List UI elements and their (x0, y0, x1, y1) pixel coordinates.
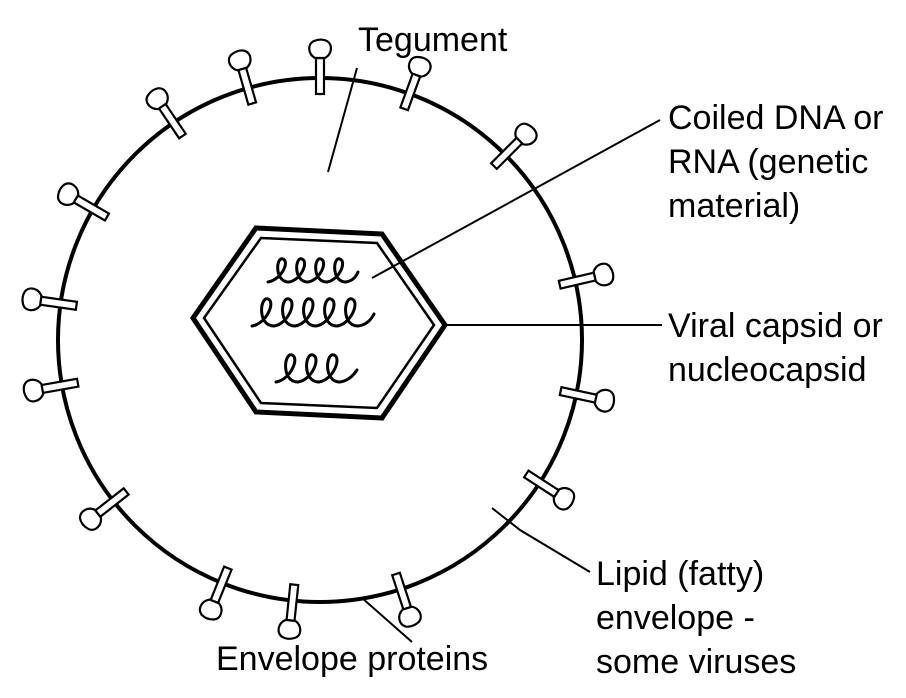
envelope-protein-spike (227, 49, 258, 106)
genetic-material-leader-line (371, 119, 661, 279)
capsid-inner-outline (202, 236, 436, 410)
tegument-label: Tegument (358, 21, 508, 59)
envelope-protein-spike (145, 87, 188, 140)
envelope-label-line-2: envelope - (596, 599, 755, 637)
envelope-proteins-leader-line (361, 597, 413, 643)
envelope-protein-spike (390, 571, 422, 628)
capsid-label-line-2: nucleocapsid (668, 351, 867, 389)
envelope-protein-spike (558, 385, 616, 413)
envelope-protein-spike (308, 38, 332, 96)
genetic-material-coil-3 (274, 353, 359, 384)
envelope-protein-spike (21, 287, 79, 312)
envelope-protein-spike (522, 469, 576, 511)
tegument-leader-line (327, 67, 358, 173)
genetic-material-label-line-2: RNA (genetic (668, 143, 869, 181)
envelope-proteins-label: Envelope proteins (216, 640, 489, 678)
genetic-material-coil-1 (266, 257, 360, 284)
capsid-label-line-1: Viral capsid or (668, 307, 883, 345)
envelope-protein-spike (78, 486, 131, 531)
genetic-material-label-line-1: Coiled DNA or (668, 99, 884, 137)
genetic-material-label: Coiled DNA or RNA (genetic material) (668, 96, 883, 228)
envelope-protein-spike (56, 182, 111, 222)
envelope-label-line-1: Lipid (fatty) (596, 555, 765, 593)
capsid-outer-outline (189, 225, 449, 421)
envelope-protein-spike (198, 565, 233, 621)
envelope-protein-spike (277, 583, 302, 640)
envelope-label-line-3: some viruses (596, 643, 797, 681)
envelope-proteins-group (21, 38, 616, 640)
envelope-protein-spike (398, 55, 432, 112)
envelope-leader-line (491, 507, 591, 573)
envelope-protein-spike (22, 377, 80, 403)
capsid-label: Viral capsid or nucleocapsid (668, 304, 883, 392)
envelope-protein-spike (489, 122, 538, 171)
genetic-material-coil-2 (250, 297, 376, 328)
genetic-material-label-line-3: material) (668, 187, 801, 225)
envelope-label: Lipid (fatty) envelope - some viruses (596, 552, 796, 684)
envelope-protein-spike (557, 262, 615, 290)
